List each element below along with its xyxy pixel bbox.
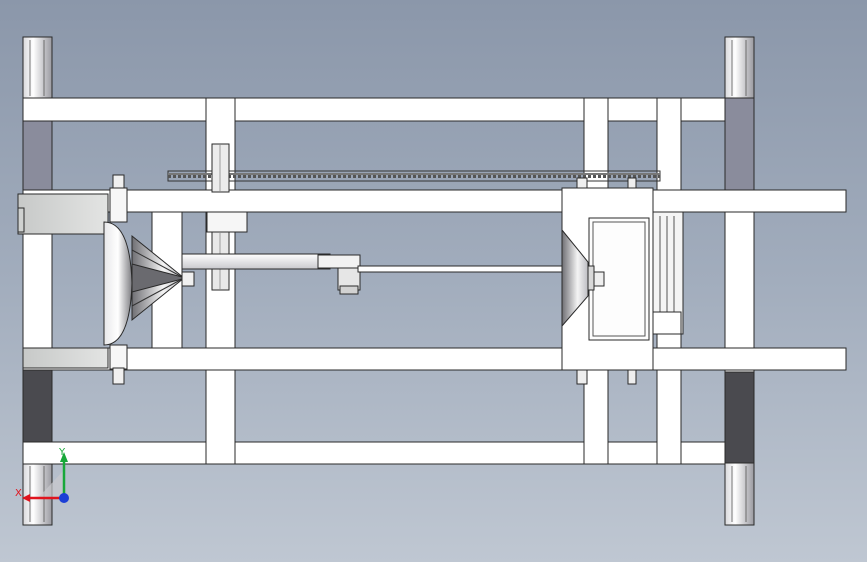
axis-z-dot	[59, 493, 69, 503]
frame-rail-top[interactable]	[22, 97, 726, 122]
wheel-rear-right[interactable]	[724, 371, 755, 526]
linkage-rod[interactable]	[181, 253, 564, 295]
axis-x-label: X	[15, 488, 22, 499]
frame-bar-lower[interactable]	[22, 347, 847, 371]
frame-rail-right[interactable]	[724, 189, 755, 373]
axis-triad: Y X	[15, 447, 69, 503]
chain-drive[interactable]	[167, 170, 661, 182]
steering-hub[interactable]	[103, 174, 195, 385]
motor-unit[interactable]	[561, 177, 684, 385]
left-brackets	[17, 193, 109, 369]
wheel-front-right[interactable]	[724, 36, 755, 191]
axis-y-label: Y	[58, 447, 66, 458]
frame-bar-upper[interactable]	[22, 189, 847, 213]
frame-rail-bottom[interactable]	[22, 441, 726, 465]
